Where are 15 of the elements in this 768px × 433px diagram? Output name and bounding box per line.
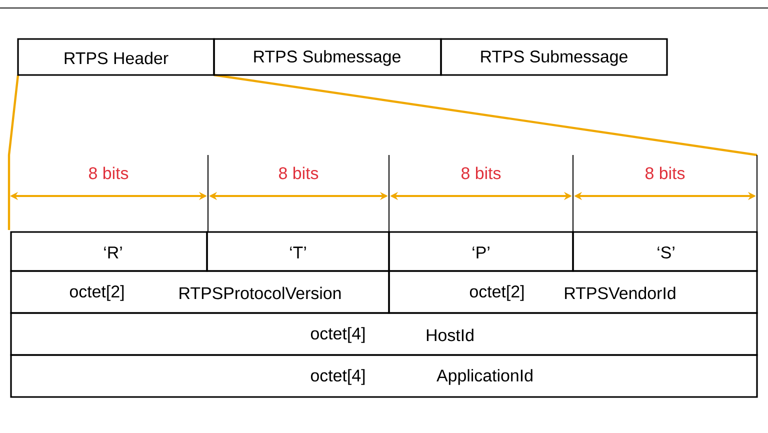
header-box: RTPS Submessage bbox=[213, 38, 442, 76]
dimension-label: 8 bits bbox=[646, 166, 685, 180]
field-cell: ‘P’ bbox=[388, 231, 574, 272]
dimension-label: 8 bits bbox=[279, 166, 318, 180]
field-cell: octet[4] HostId bbox=[10, 312, 758, 356]
dimension-label: 8 bits bbox=[89, 166, 128, 180]
field-cell: octet[4] ApplicationId bbox=[10, 354, 758, 398]
field-cell: ‘T’ bbox=[206, 231, 390, 272]
field-cell: octet[2] RTPSProtocolVersion bbox=[10, 270, 390, 314]
field-cell: ‘S’ bbox=[572, 231, 758, 272]
field-cell: octet[2] RTPSVendorId bbox=[388, 270, 758, 314]
dimension-label: 8 bits bbox=[462, 166, 501, 180]
header-box: RTPS Submessage bbox=[440, 38, 668, 76]
header-box: RTPS Header bbox=[17, 38, 215, 76]
field-cell: ‘R’ bbox=[10, 231, 208, 272]
